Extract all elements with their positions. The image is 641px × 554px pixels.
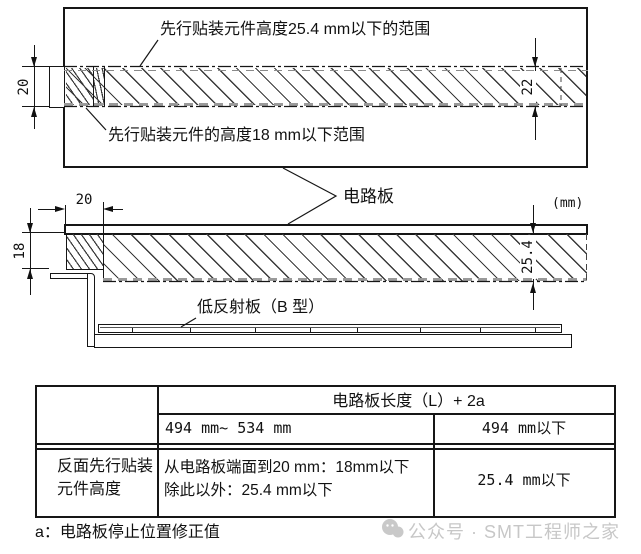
- dimension-line: [113, 209, 123, 210]
- dim-label-25-4: 25.4: [520, 235, 536, 279]
- lower-range-annotation: 先行贴装元件的高度18 mm以下范围: [108, 127, 365, 144]
- arrowhead-up: [530, 283, 536, 293]
- arrowhead-left: [103, 206, 113, 212]
- watermark-text: 公众号 · SMT工程师之家: [408, 522, 620, 542]
- reflector-base-plate: [94, 334, 572, 348]
- pcb-label: 电路板: [343, 187, 394, 206]
- unit-note: (mm): [552, 196, 584, 211]
- zone-divider-line: [104, 67, 105, 107]
- table-col-divider-2: [433, 413, 435, 516]
- dim-label-20: 20: [16, 78, 32, 96]
- wechat-icon: [382, 519, 404, 538]
- pcb-branch-leader: [282, 167, 338, 225]
- table-double-line-b: [37, 448, 614, 450]
- plate-segment-tick: [132, 328, 133, 332]
- support-rail-top: [50, 273, 91, 279]
- arrowhead-down: [27, 223, 33, 233]
- component-height-hatch-25mm: [103, 234, 587, 281]
- dim-label-18: 18: [12, 242, 28, 260]
- component-height-hatch-18mm: [66, 234, 103, 269]
- row-header-line1: 反面先行贴装: [57, 458, 154, 475]
- table-range-b: 494 mm以下: [481, 419, 567, 437]
- low-reflection-plate: [98, 324, 562, 333]
- arrowhead-right: [55, 206, 65, 212]
- table-header-divider: [157, 413, 614, 415]
- table-value-a-line2: 除此以外：25.4 mm以下: [164, 482, 333, 499]
- footnote: a：电路板停止位置修正值: [35, 524, 220, 541]
- dimension-line: [34, 45, 35, 129]
- arrowhead-down: [532, 57, 538, 67]
- plate-segment-tick: [255, 328, 256, 332]
- arrowhead-down: [530, 223, 536, 233]
- arrowhead-up: [27, 269, 33, 279]
- table-value-b: 25.4 mm以下: [477, 471, 571, 489]
- plate-segment-tick: [190, 328, 191, 332]
- component-range-hatch-18mm: [66, 68, 93, 105]
- arrowhead-down: [31, 57, 37, 67]
- plate-segment-tick: [357, 328, 358, 332]
- support-rail-side: [87, 273, 95, 347]
- hatch-boundary-strip: [94, 68, 104, 105]
- plate-segment-tick: [480, 328, 481, 332]
- extension-line: [22, 268, 49, 269]
- hatch-bottom-edge: [66, 269, 103, 270]
- table-range-a: 494 mm~ 534 mm: [165, 419, 292, 437]
- extension-line: [22, 232, 64, 233]
- plate-segment-tick: [420, 328, 421, 332]
- dim-label-20: 20: [75, 192, 93, 208]
- dimension-line: [38, 209, 56, 210]
- spec-table: 电路板长度（L）+ 2a 494 mm~ 534 mm 494 mm以下 反面先…: [35, 385, 616, 518]
- dimension-line: [30, 208, 31, 295]
- table-double-line-a: [37, 443, 614, 445]
- board-edge-tab: [49, 66, 65, 108]
- extension-line: [22, 66, 49, 67]
- plate-inner-line: [100, 327, 560, 328]
- plate-segment-tick: [310, 328, 311, 332]
- table-span-header: 电路板长度（L）+ 2a: [332, 393, 485, 410]
- table-value-a-line1: 从电路板端面到20 mm：18mm以下: [164, 459, 410, 476]
- hatch-left-edge: [66, 234, 67, 269]
- component-range-hatch-25mm: [66, 68, 586, 105]
- arrowhead-up: [532, 107, 538, 117]
- plate-segment-tick: [535, 328, 536, 332]
- extension-line: [22, 106, 49, 107]
- dim-label-22: 22: [520, 71, 536, 103]
- table-col-divider-1: [157, 387, 159, 516]
- reflector-label: 低反射板（B 型）: [197, 299, 325, 316]
- row-header-line2: 元件高度: [57, 481, 122, 498]
- extension-line: [103, 202, 104, 282]
- upper-range-annotation: 先行贴装元件高度25.4 mm以下的范围: [160, 21, 431, 38]
- zone-divider-line: [93, 67, 94, 107]
- extension-line: [65, 205, 66, 225]
- arrowhead-up: [31, 107, 37, 117]
